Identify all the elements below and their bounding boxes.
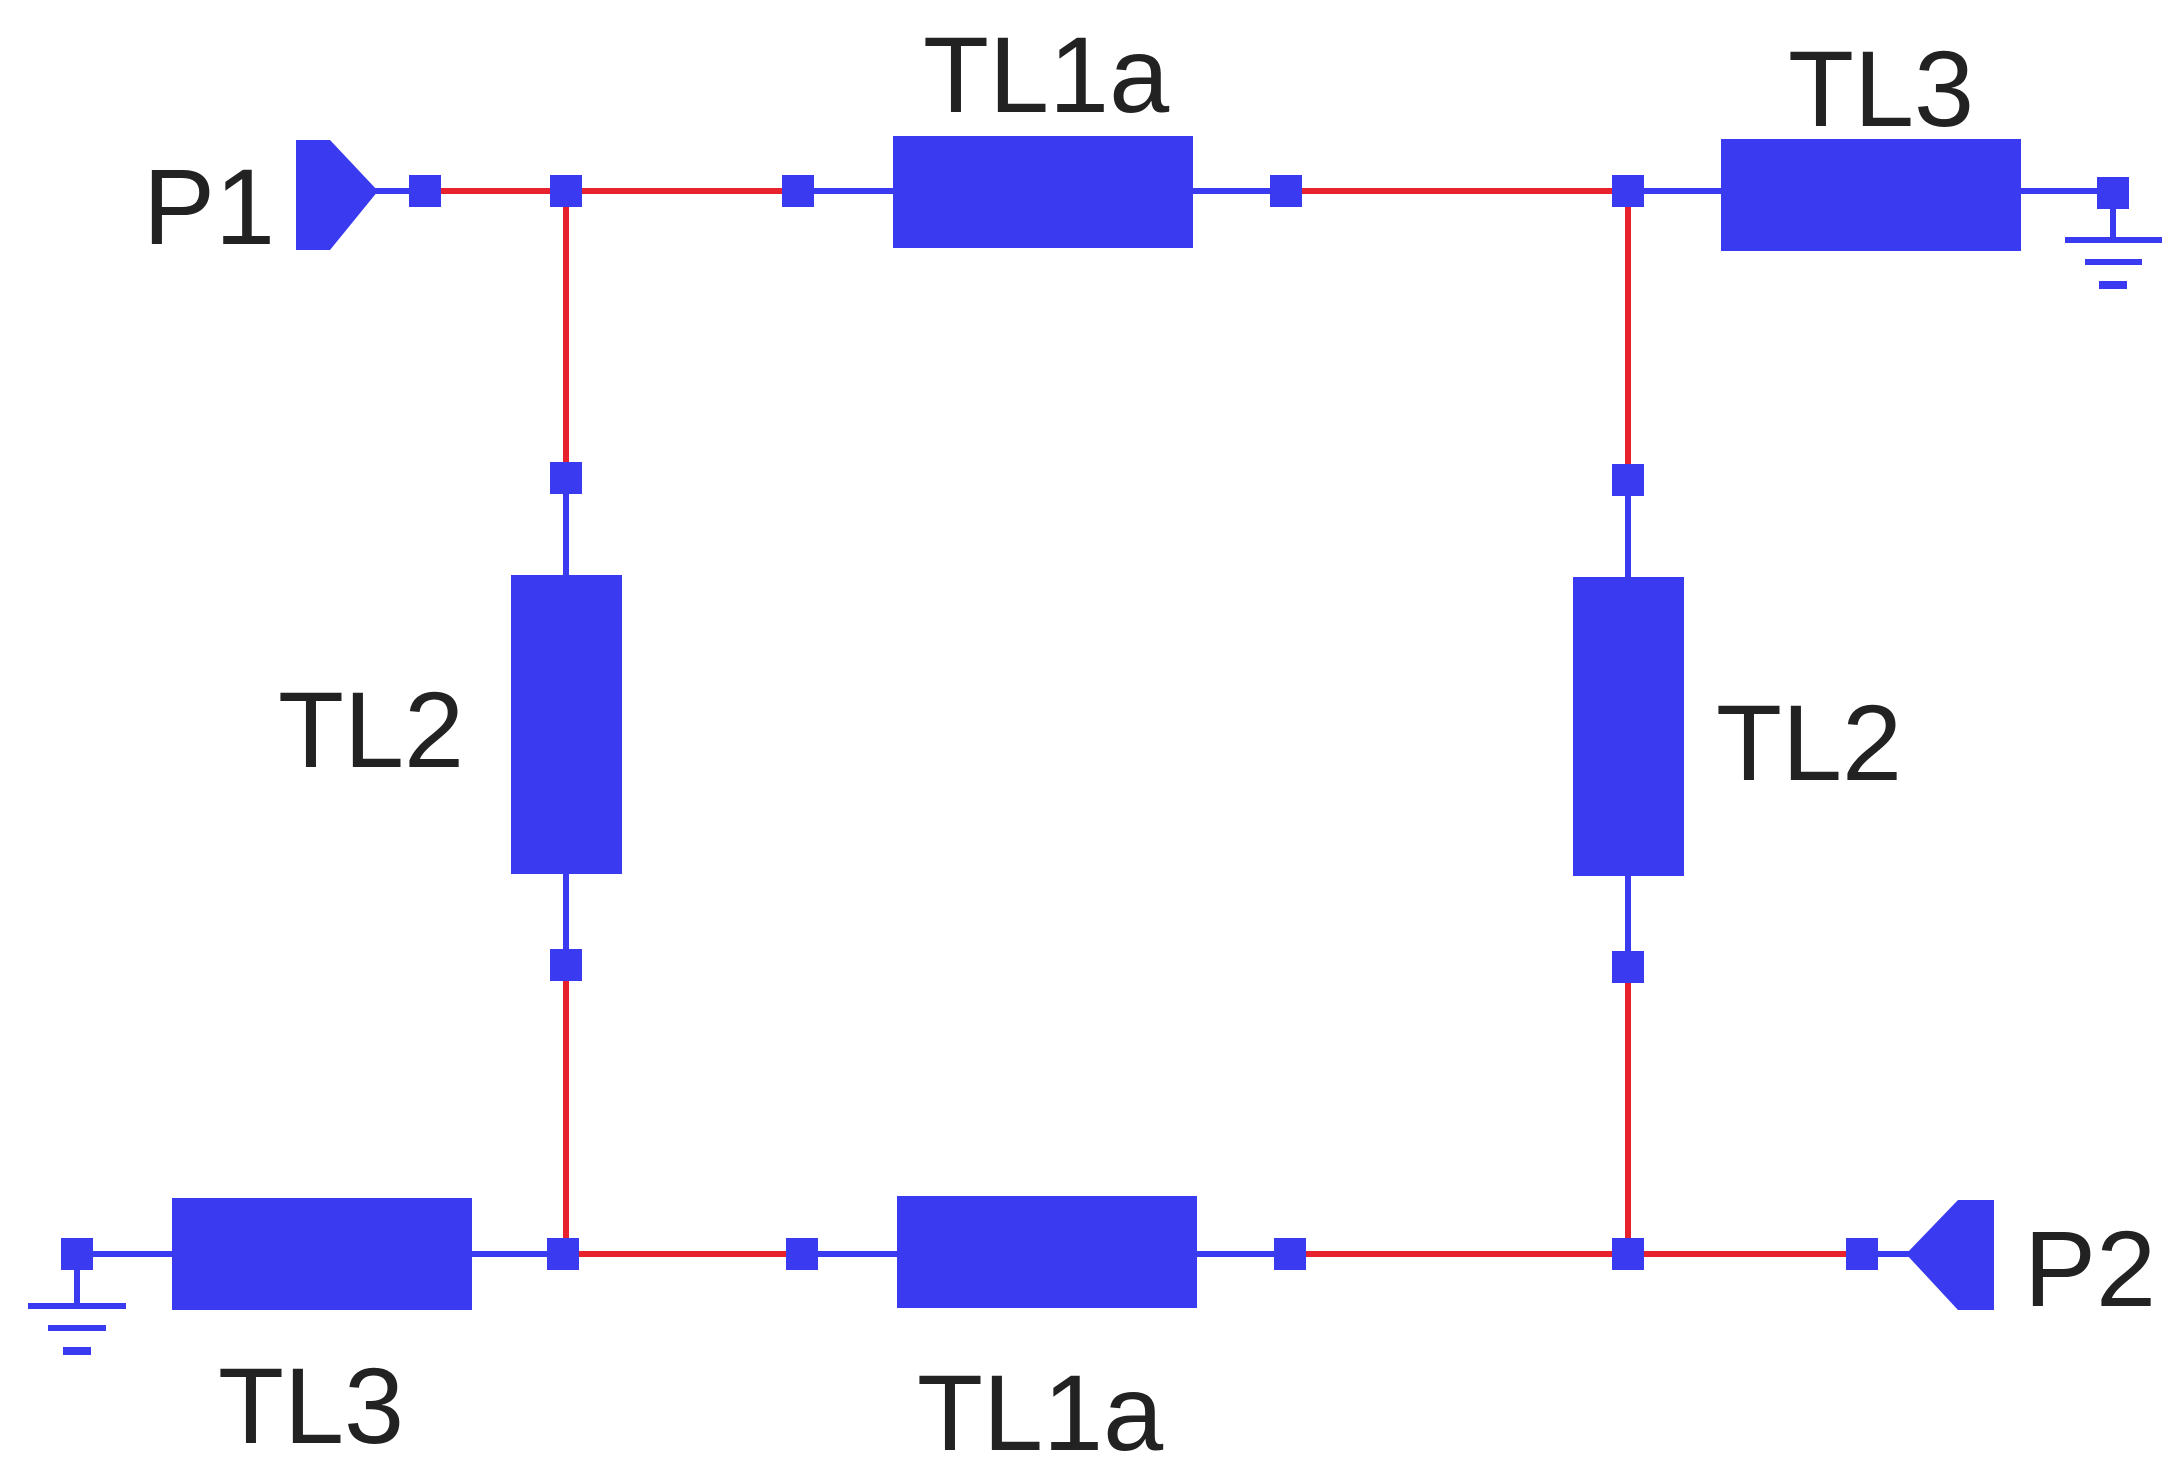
port-p2-label: P2: [2024, 1208, 2156, 1329]
port-p1-label: P1: [143, 146, 275, 267]
tl2-left-component[interactable]: [511, 575, 622, 874]
pin: [1270, 175, 1302, 207]
port-p1-icon[interactable]: [296, 140, 378, 250]
pin: [782, 175, 814, 207]
pin: [1612, 1238, 1644, 1270]
tl2-right-label: TL2: [1716, 682, 1902, 803]
wires: [425, 188, 1862, 1257]
pin: [1274, 1238, 1306, 1270]
tl3-bottom-component[interactable]: [172, 1198, 472, 1310]
ground-icon: [2065, 193, 2162, 289]
pin: [550, 462, 582, 494]
tl1a-bottom-label: TL1a: [917, 1352, 1164, 1469]
pin: [1612, 175, 1644, 207]
tl3-top-label: TL3: [1788, 28, 1974, 149]
tl1a-bottom-component[interactable]: [897, 1196, 1197, 1308]
tl2-right-component[interactable]: [1573, 577, 1684, 876]
pin: [547, 1238, 579, 1270]
pin: [786, 1238, 818, 1270]
pin: [550, 175, 582, 207]
pin: [1612, 951, 1644, 983]
tl1a-top-component[interactable]: [893, 136, 1193, 248]
port-p2-icon[interactable]: [1906, 1200, 1994, 1310]
tl2-left-label: TL2: [278, 669, 464, 790]
tl3-bottom-label: TL3: [218, 1345, 404, 1466]
ground-icon: [28, 1254, 126, 1355]
pin: [1612, 464, 1644, 496]
tl3-top-component[interactable]: [1721, 139, 2021, 251]
pin: [1846, 1238, 1878, 1270]
pin: [409, 175, 441, 207]
tl1a-top-label: TL1a: [923, 14, 1170, 135]
pin: [550, 949, 582, 981]
